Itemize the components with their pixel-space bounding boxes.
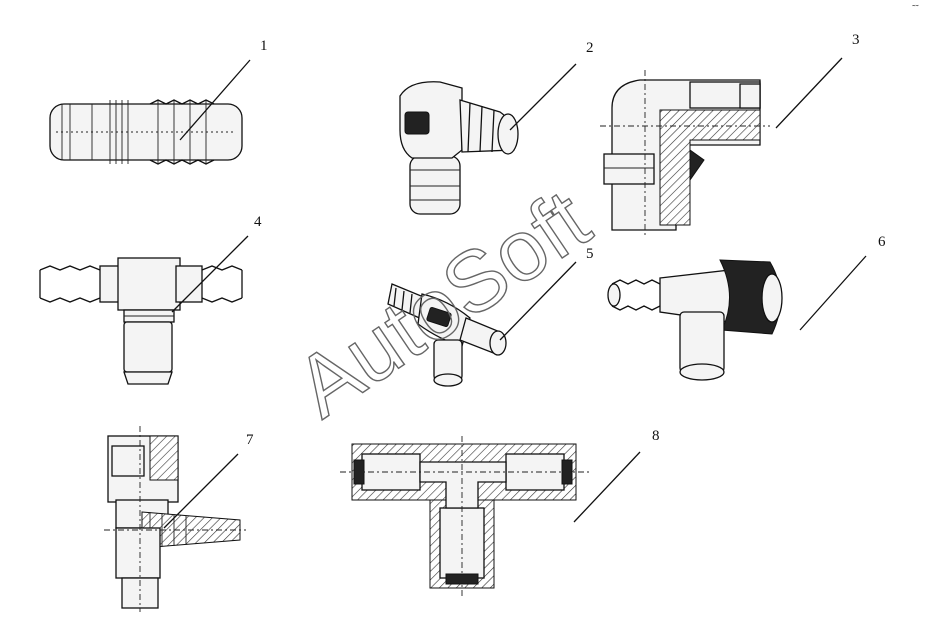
corner-mark: ˜˜ [912,4,919,15]
callout-7: 7 [246,432,254,448]
callout-2: 2 [586,40,594,56]
callout-6: 6 [878,234,886,250]
part-2-elbow-connector [399,81,519,215]
callout-8: 8 [652,428,660,444]
callout-4: 4 [254,214,262,230]
part-6-tee-quick [607,259,783,381]
part-4-tee-connector [39,257,243,385]
part-1-straight-connector [49,99,243,165]
callout-1: 1 [260,38,268,54]
leader-lines [163,57,867,529]
callout-5: 5 [586,246,594,262]
part-7-tee-section [104,426,246,612]
part-8-tee-quick-section [340,436,590,598]
part-3-elbow-section [600,70,770,238]
part-5-tee-clip [387,283,507,387]
callout-3: 3 [852,32,860,48]
